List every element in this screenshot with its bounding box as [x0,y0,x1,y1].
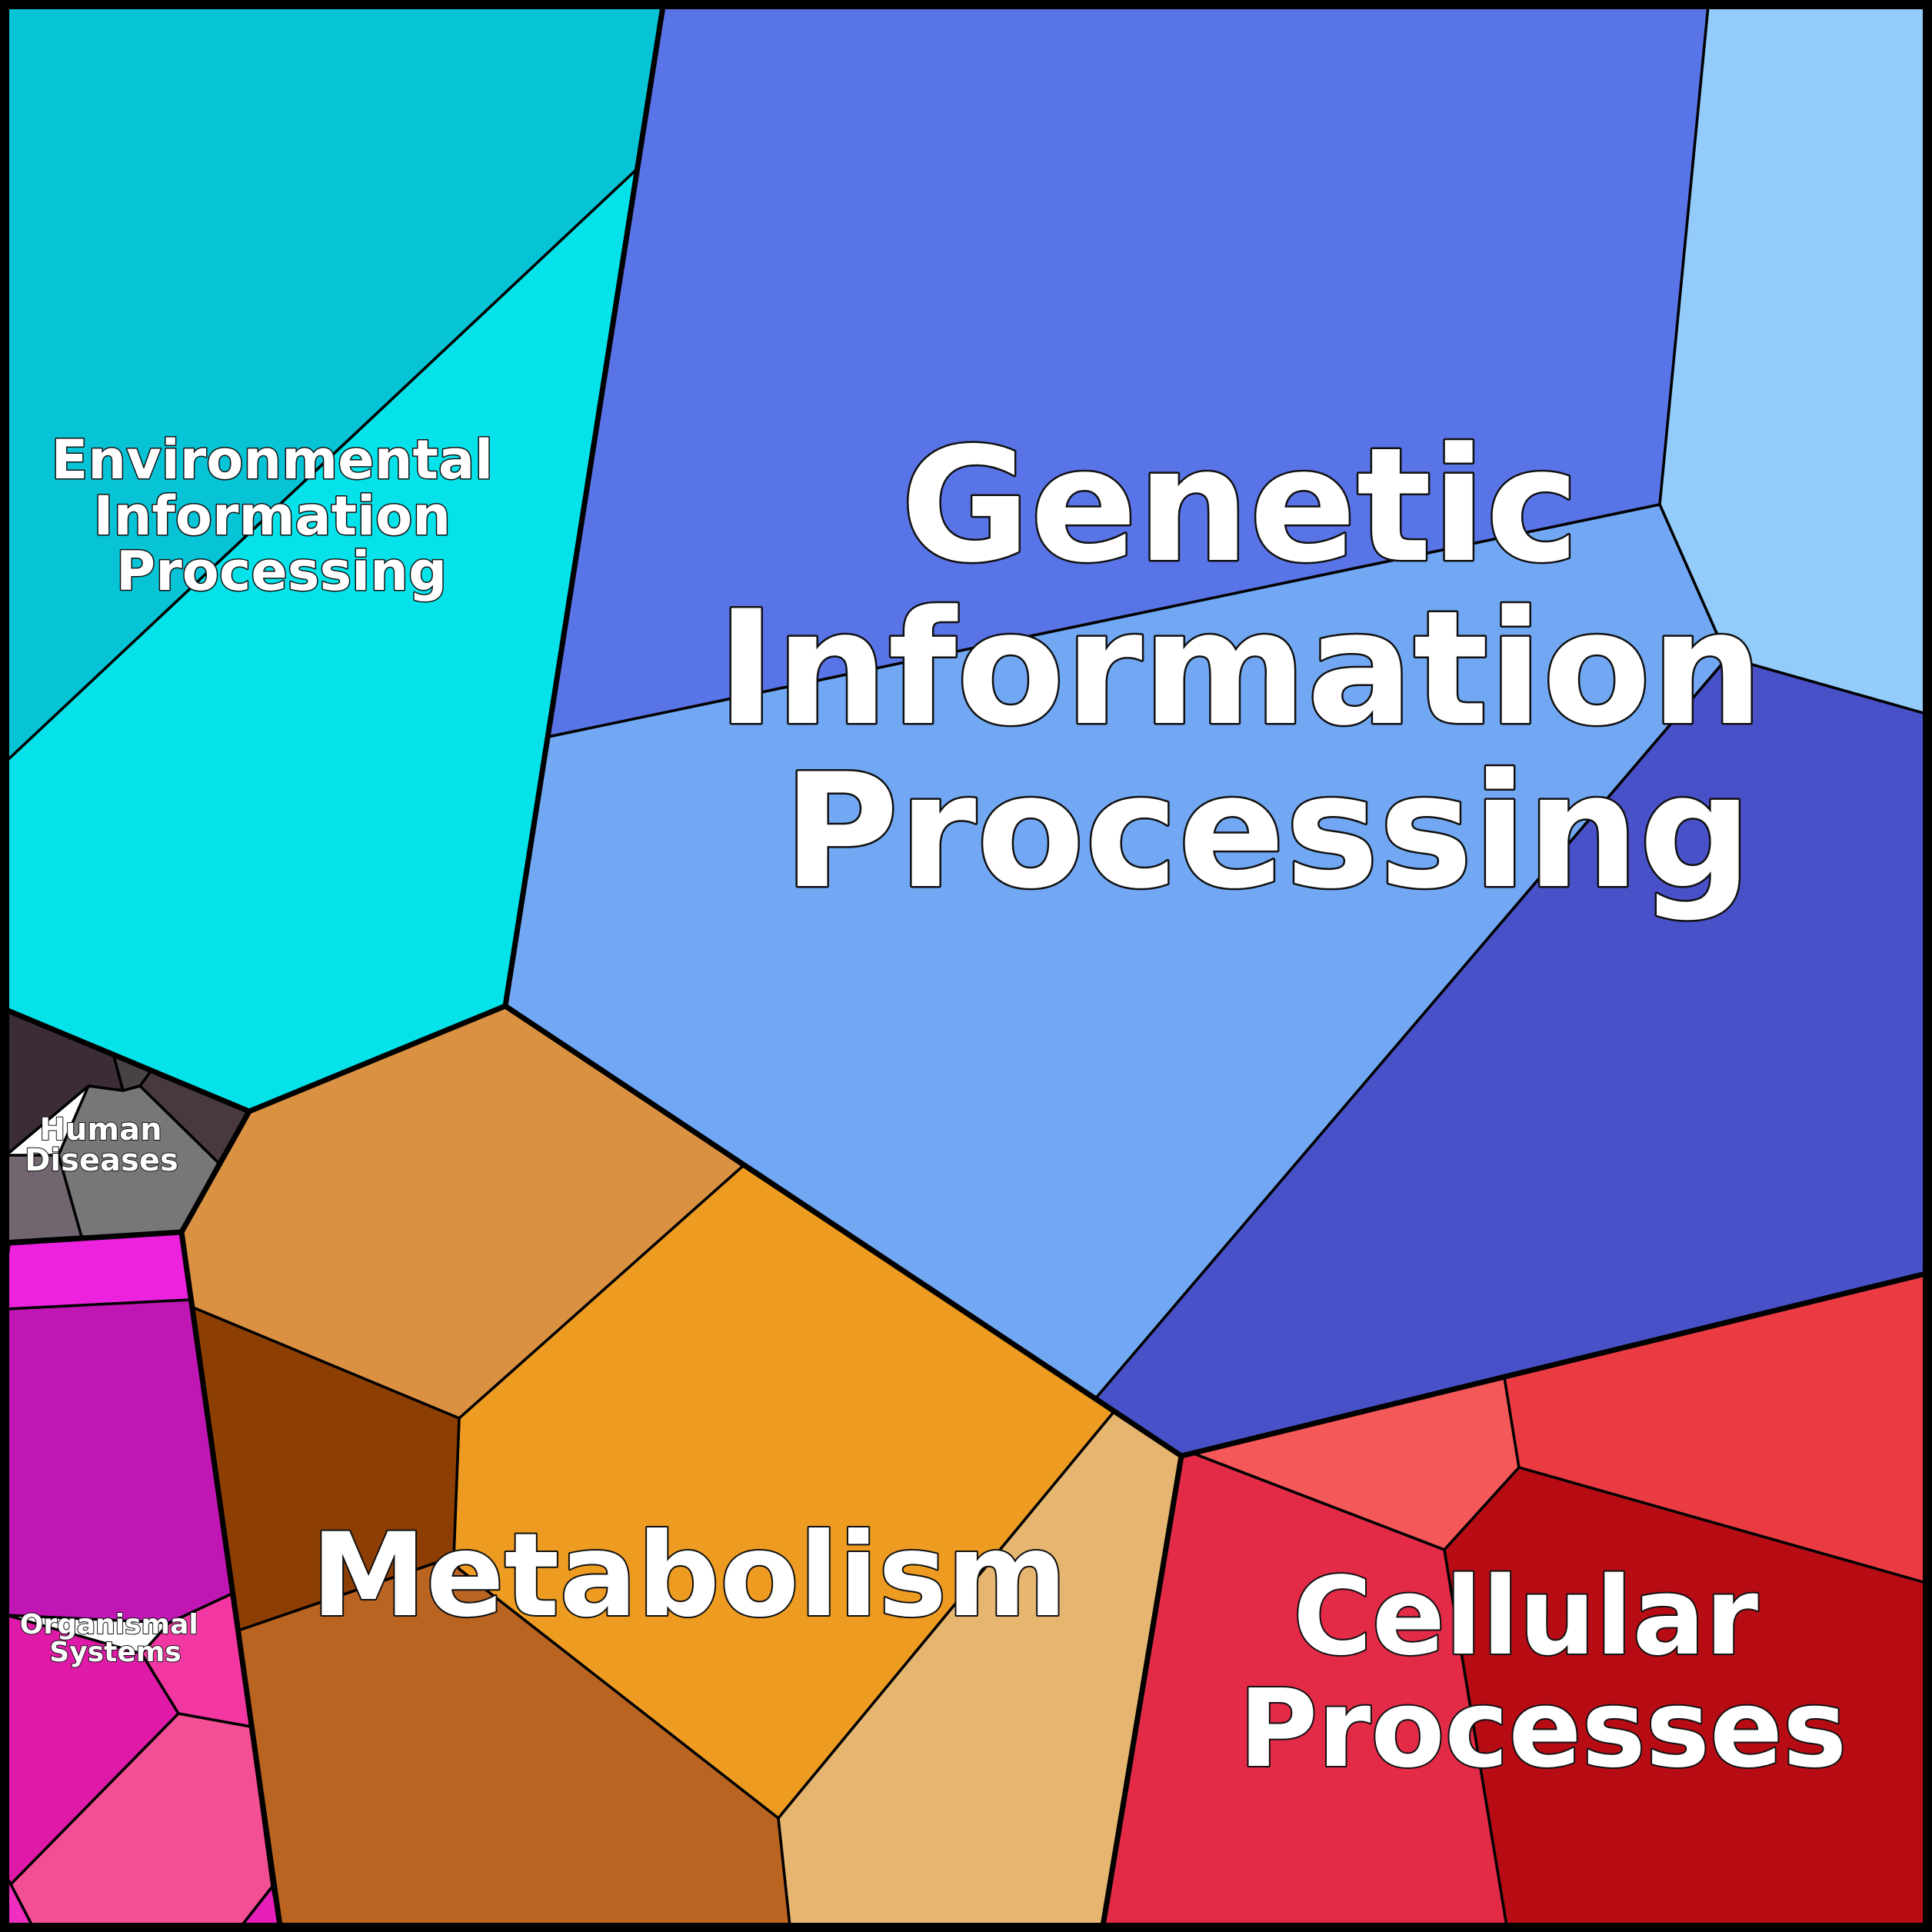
label-genetic-line-3: Processing [783,741,1752,924]
label-environmental-information-processing: Environmental Information Processing [51,428,511,603]
label-environmental-line-3: Processing [116,540,447,603]
label-genetic-line-1: Genetic [901,415,1579,598]
label-environmental-line-2: Information [94,485,451,548]
label-genetic-information-processing: Genetic Information Processing [717,415,1818,924]
group-organismal-systems [5,1231,281,1927]
label-organismal-line-1: Organismal [20,1609,198,1641]
group-boundaries [5,5,1927,1927]
label-human-line-2: Diseases [25,1143,178,1178]
label-human-diseases: Human Diseases [25,1112,178,1178]
label-human-line-1: Human [39,1112,162,1148]
label-organismal-line-2: Systems [49,1637,181,1668]
label-cellular-line-2: Processes [1239,1667,1847,1792]
label-environmental-line-1: Environmental [51,428,493,491]
label-cellular-line-1: Cellular [1293,1554,1758,1680]
group-cellular-processes [1101,1272,1927,1927]
label-cellular-processes: Cellular Processes [1239,1554,1847,1792]
label-metabolism: Metabolism [311,1509,1068,1643]
label-organismal-systems: Organismal Systems [20,1609,208,1668]
group-metabolism [180,1004,1183,1927]
group-genetic-information-processing [504,5,1927,1457]
label-genetic-line-2: Information [717,578,1763,761]
